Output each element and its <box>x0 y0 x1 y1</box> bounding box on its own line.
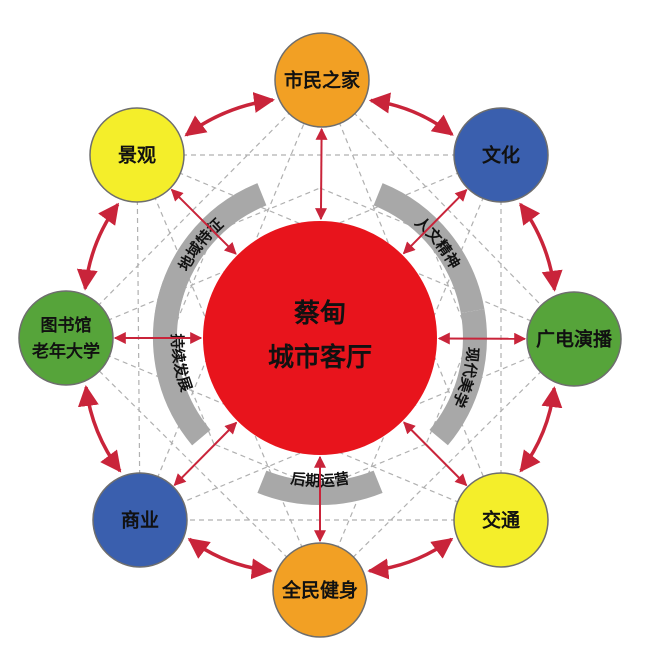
node-ll: 商业 <box>92 472 188 568</box>
node-label-top: 市民之家 <box>284 69 361 92</box>
node-label-left-1: 图书馆 <box>41 315 92 336</box>
ring-arrow-lr-bottom <box>367 537 454 580</box>
dashed-chord <box>319 338 575 591</box>
node-label-ul: 景观 <box>118 145 156 167</box>
ring-left-band <box>153 280 211 446</box>
node-label-lr: 交通 <box>482 509 521 532</box>
ring-arrow-bottom-ll <box>187 537 273 580</box>
spoke-arrow-top <box>315 127 328 221</box>
node-lr: 交通 <box>453 472 549 568</box>
center-title-line1: 蔡甸 <box>294 298 346 329</box>
node-label-left-2: 老年大学 <box>31 341 100 362</box>
spoke-arrow-lr <box>403 421 468 487</box>
ring-arrow-left-ul <box>76 202 120 291</box>
node-ul: 景观 <box>89 107 185 203</box>
node-circle-left <box>18 290 114 386</box>
ring-right-label: 现代美学 <box>449 346 482 410</box>
node-right: 广电演播 <box>526 291 622 387</box>
dashed-inner-edge <box>319 187 427 233</box>
node-circle-lr <box>453 472 549 568</box>
node-circle-bottom <box>272 542 368 638</box>
ring-arrow-ur-right <box>519 202 563 292</box>
dashed-chord <box>65 337 321 591</box>
ring-arrow-ul-top <box>184 92 275 137</box>
center-circle-group: 蔡甸 城市客厅 <box>203 221 437 455</box>
node-label-ur: 文化 <box>482 144 520 167</box>
node-ur: 文化 <box>453 107 549 203</box>
spoke-arrow-ur <box>402 188 468 255</box>
node-circle-right <box>526 291 622 387</box>
ring-arrows <box>76 92 563 580</box>
center-circle <box>203 221 437 455</box>
node-circle-top <box>274 32 370 128</box>
node-top: 市民之家 <box>274 32 370 128</box>
spoke-arrow-ul <box>170 188 237 255</box>
node-circle-ll <box>92 472 188 568</box>
node-label-ll: 商业 <box>121 509 159 532</box>
center-title-line2: 城市客厅 <box>268 342 372 373</box>
ring-arrow-right-lr <box>519 386 563 473</box>
node-label-right: 广电演播 <box>536 328 613 351</box>
spoke-arrows <box>113 127 527 543</box>
ring-arrow-top-ur <box>368 92 454 136</box>
spoke-arrow-ll <box>173 421 238 487</box>
node-circle-ul <box>89 107 185 203</box>
node-circle-ur <box>453 107 549 203</box>
ring-arrow-ll-left <box>77 385 122 473</box>
node-label-bottom: 全民健身 <box>281 579 358 602</box>
node-bottom: 全民健身 <box>272 542 368 638</box>
